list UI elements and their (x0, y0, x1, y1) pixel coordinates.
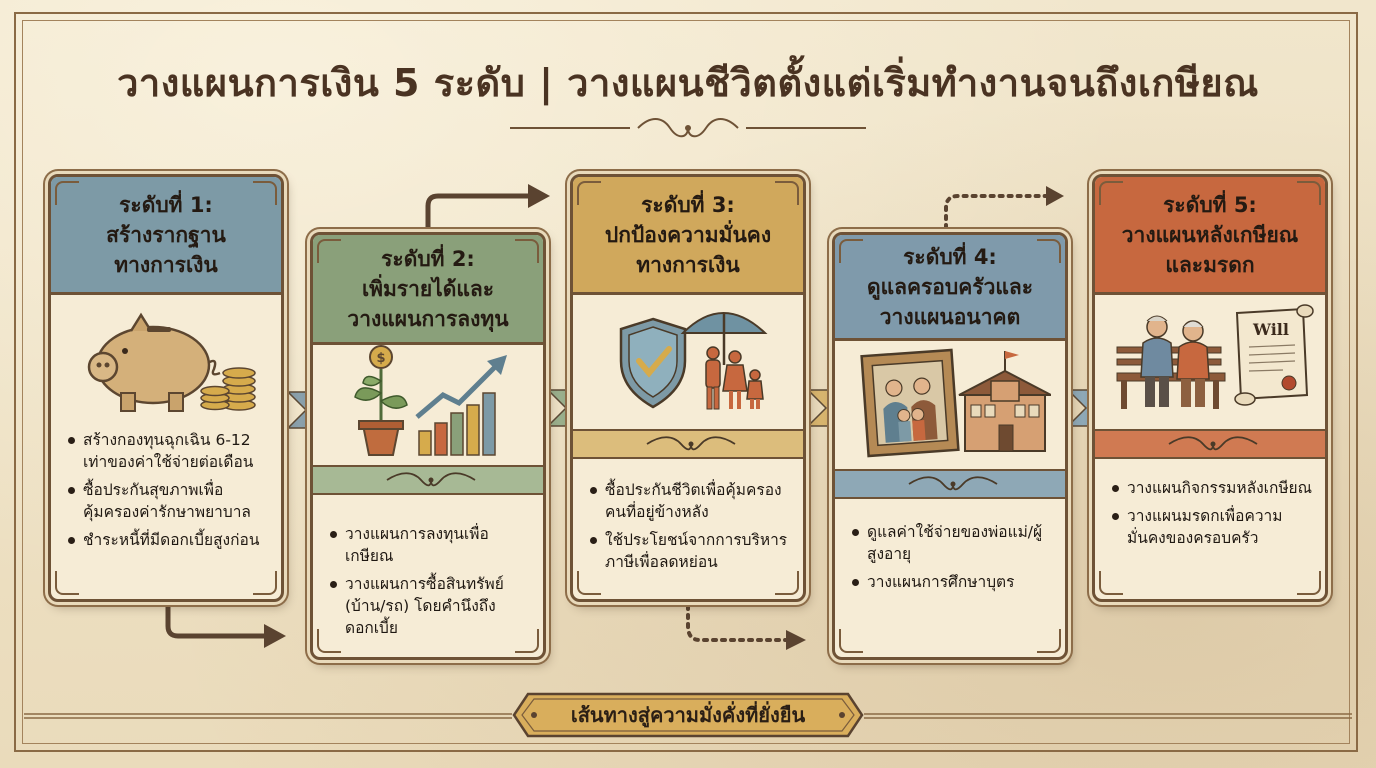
corner-ornament (317, 629, 341, 653)
will-label: Will (1252, 320, 1289, 339)
level-4-header: ระดับที่ 4: ดูแลครอบครัวและ วางแผนอนาคต (835, 235, 1065, 341)
inner-frame (22, 20, 1350, 744)
outer-frame (14, 12, 1358, 752)
bullet-item: วางแผนการลงทุนเพื่อเกษียณ (327, 523, 533, 567)
level-2-number: ระดับที่ 2: (381, 246, 475, 271)
family-portrait-school-icon (860, 348, 1051, 458)
svg-text:$: $ (376, 351, 385, 366)
money-plant-growth-chart-icon: $ (354, 345, 507, 456)
level-1-number: ระดับที่ 1: (119, 192, 213, 217)
corner-ornament (55, 571, 79, 595)
arrow-head-icon (528, 184, 550, 208)
corner-ornament (839, 239, 863, 263)
banner-shape-icon (512, 692, 864, 738)
corner-ornament (1037, 239, 1061, 263)
flourish-icon (646, 436, 736, 451)
level-3-title-line1: ปกป้องความมั่นคง (604, 222, 772, 247)
piggy-bank-icon (87, 312, 256, 412)
level-1-bullets: สร้างกองทุนฉุกเฉิน 6-12 เท่าของค่าใช้จ่า… (65, 429, 271, 557)
flourish-icon (386, 472, 476, 487)
bullet-item: วางแผนการซื้อสินทรัพย์ (บ้าน/รถ) โดยคำนึ… (327, 573, 533, 639)
bullet-item: วางแผนการศึกษาบุตร (849, 571, 1055, 593)
corner-ornament (577, 181, 601, 205)
corner-ornament (577, 571, 601, 595)
level-5-title-line2: และมรดก (1165, 252, 1255, 277)
footer-text: เส้นทางสู่ความมั่งคั่งที่ยั่งยืน (570, 703, 806, 727)
bullet-item: วางแผนกิจกรรมหลังเกษียณ (1109, 477, 1315, 499)
level-1-title-line1: สร้างรากฐาน (106, 222, 226, 247)
level-card-5: ระดับที่ 5: วางแผนหลังเกษียณ และมรดก Wil… (1092, 174, 1328, 602)
dotted-arrow-line (686, 604, 788, 642)
arrow-head-icon (264, 624, 286, 648)
level-2-title-line2: วางแผนการลงทุน (347, 306, 509, 331)
level-2-title-line1: เพิ่มรายได้และ (361, 276, 495, 301)
corner-ornament (1099, 571, 1123, 595)
ornament-band (835, 469, 1065, 499)
level-5-header: ระดับที่ 5: วางแผนหลังเกษียณ และมรดก (1095, 177, 1325, 295)
level-4-title-line2: วางแผนอนาคต (879, 304, 1021, 329)
footer-banner: เส้นทางสู่ความมั่งคั่งที่ยั่งยืน (512, 690, 864, 740)
corner-ornament (1297, 571, 1321, 595)
corner-ornament (253, 571, 277, 595)
corner-ornament (515, 629, 539, 653)
bullet-item: สร้างกองทุนฉุกเฉิน 6-12 เท่าของค่าใช้จ่า… (65, 429, 271, 473)
level-card-4: ระดับที่ 4: ดูแลครอบครัวและ วางแผนอนาคต (832, 232, 1068, 660)
level-2-bullets: วางแผนการลงทุนเพื่อเกษียณ วางแผนการซื้อส… (327, 523, 533, 645)
ornament-band (313, 465, 543, 495)
shield-umbrella-family-icon (619, 312, 768, 410)
bullet-item: ใช้ประโยชน์จากการบริหารภาษีเพื่อลดหย่อน (587, 529, 793, 573)
bullet-item: ซื้อประกันสุขภาพเพื่อคุ้มครองค่ารักษาพยา… (65, 479, 271, 523)
level-1-title-line2: ทางการเงิน (114, 252, 218, 277)
corner-ornament (1297, 181, 1321, 205)
corner-ornament (55, 181, 79, 205)
corner-ornament (1037, 629, 1061, 653)
corner-ornament (1099, 181, 1123, 205)
level-1-header: ระดับที่ 1: สร้างรากฐาน ทางการเงิน (51, 177, 281, 295)
corner-ornament (253, 181, 277, 205)
arrow-line (425, 193, 530, 232)
level-5-bullets: วางแผนกิจกรรมหลังเกษียณ วางแผนมรดกเพื่อค… (1109, 477, 1315, 555)
ornament-band (1095, 429, 1325, 459)
level-4-title-line1: ดูแลครอบครัวและ (866, 274, 1034, 299)
title-flourish-icon (510, 118, 866, 138)
elderly-couple-will-icon: Will (1116, 304, 1314, 409)
bullet-item: ซื้อประกันชีวิตเพื่อคุ้มครองคนที่อยู่ข้า… (587, 479, 793, 523)
level-2-header: ระดับที่ 2: เพิ่มรายได้และ วางแผนการลงทุ… (313, 235, 543, 345)
level-3-title-line2: ทางการเงิน (636, 252, 740, 277)
level-5-title-line1: วางแผนหลังเกษียณ (1121, 222, 1299, 247)
page-title: วางแผนการเงิน 5 ระดับ | วางแผนชีวิตตั้งแ… (117, 61, 1259, 105)
level-4-number: ระดับที่ 4: (903, 244, 997, 269)
corner-ornament (775, 181, 799, 205)
bullet-item: ดูแลค่าใช้จ่ายของพ่อแม่/ผู้สูงอายุ (849, 521, 1055, 565)
ornament-band (573, 429, 803, 459)
arrow-head-icon (786, 630, 806, 650)
arrow-head-icon (1046, 186, 1064, 206)
corner-ornament (775, 571, 799, 595)
bullet-item: ชำระหนี้ที่มีดอกเบี้ยสูงก่อน (65, 529, 271, 551)
level-4-bullets: ดูแลค่าใช้จ่ายของพ่อแม่/ผู้สูงอายุ วางแผ… (849, 521, 1055, 599)
level-card-3: ระดับที่ 3: ปกป้องความมั่นคง ทางการเงิน … (570, 174, 806, 602)
dotted-arrow-line (944, 194, 1048, 230)
level-3-header: ระดับที่ 3: ปกป้องความมั่นคง ทางการเงิน (573, 177, 803, 295)
footer-rule (24, 713, 1352, 719)
flourish-icon (1168, 436, 1258, 451)
corner-ornament (317, 239, 341, 263)
corner-ornament (515, 239, 539, 263)
level-3-number: ระดับที่ 3: (641, 192, 735, 217)
level-5-number: ระดับที่ 5: (1163, 192, 1257, 217)
level-card-2: ระดับที่ 2: เพิ่มรายได้และ วางแผนการลงทุ… (310, 232, 546, 660)
flourish-icon (908, 476, 998, 491)
corner-ornament (839, 629, 863, 653)
bullet-item: วางแผนมรดกเพื่อความมั่นคงของครอบครัว (1109, 505, 1315, 549)
arrow-line (165, 606, 266, 639)
level-card-1: ระดับที่ 1: สร้างรากฐาน ทางการเงิน สร้าง… (48, 174, 284, 602)
level-3-bullets: ซื้อประกันชีวิตเพื่อคุ้มครองคนที่อยู่ข้า… (587, 479, 793, 579)
